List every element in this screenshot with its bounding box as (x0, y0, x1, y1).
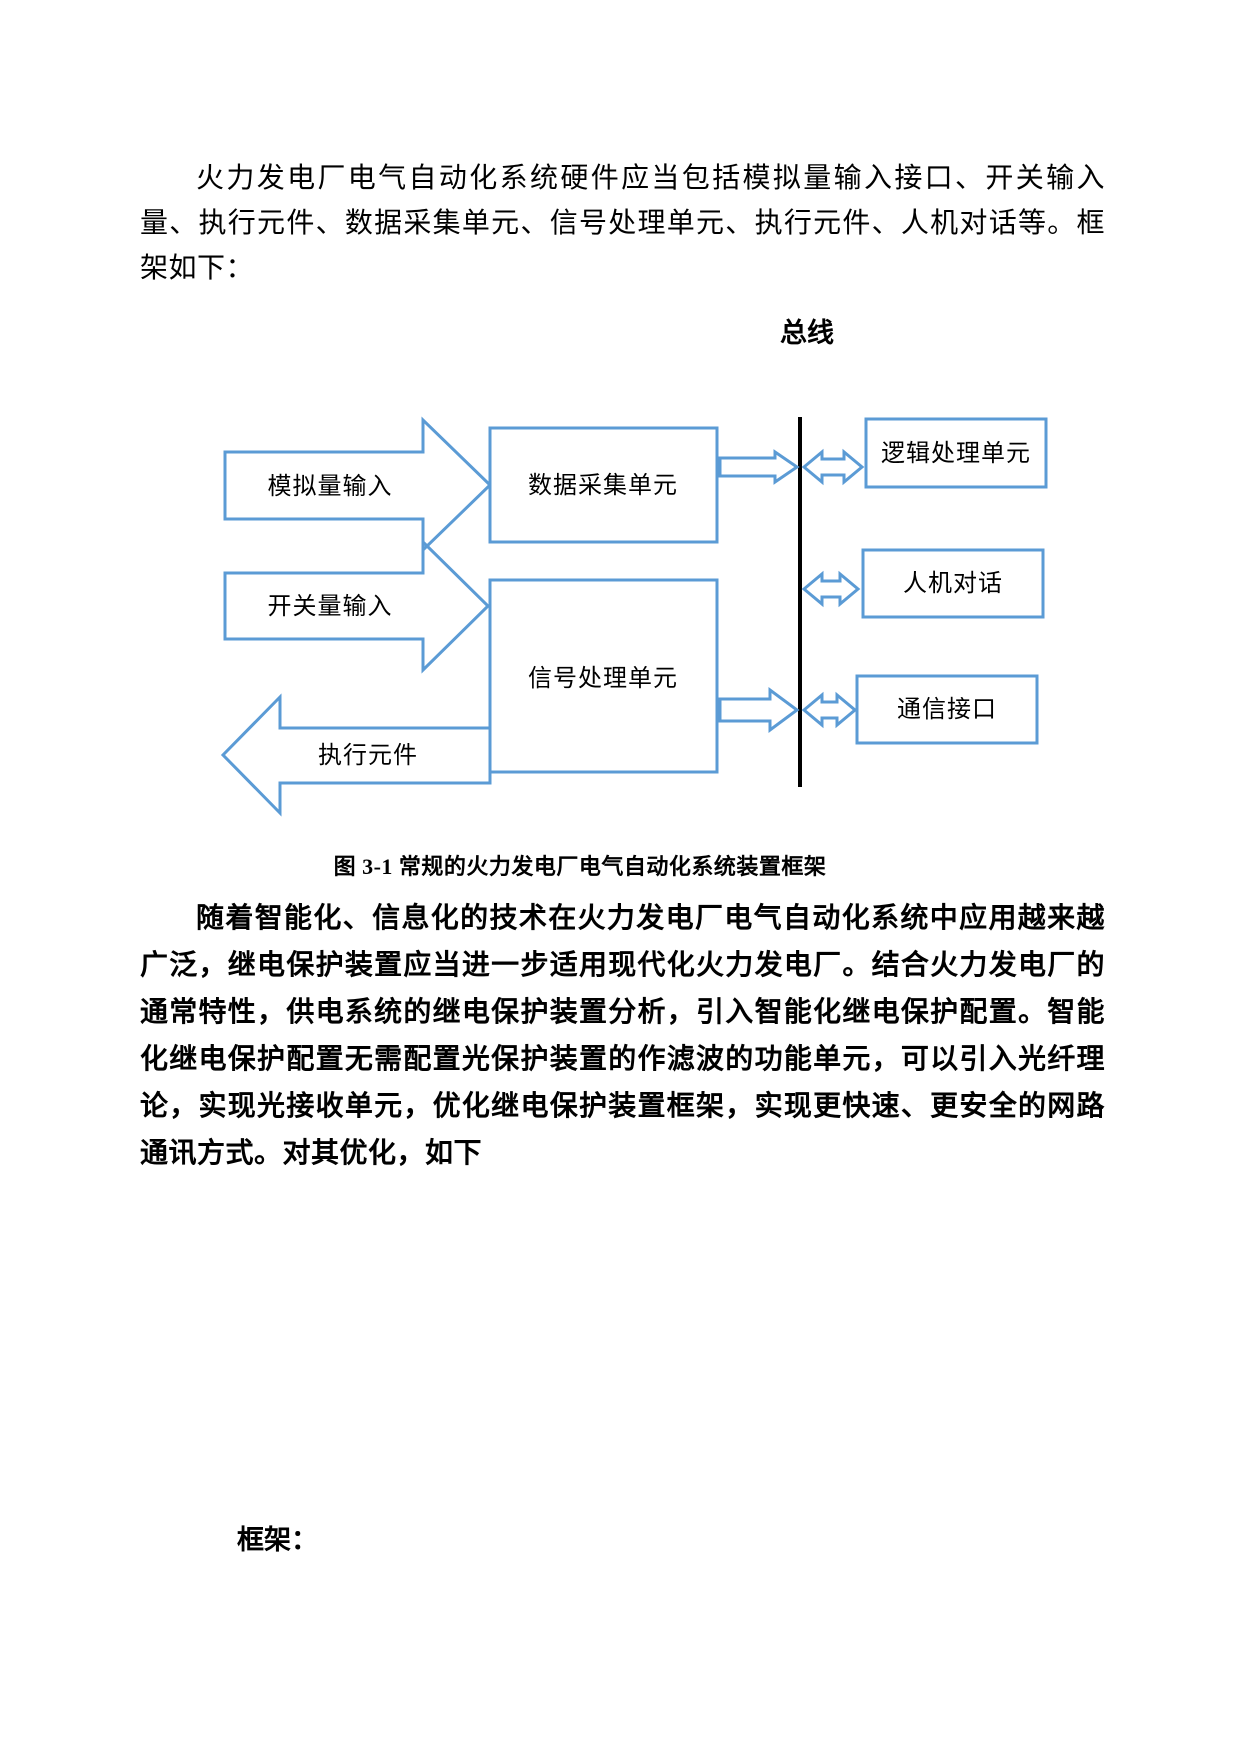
acquisition-to-bus-arrow (718, 449, 800, 485)
signal-processing-unit-label: 信号处理单元 (528, 665, 678, 692)
intro-paragraph: 火力发电厂电气自动化系统硬件应当包括模拟量输入接口、开关输入量、执行元件、数据采… (140, 163, 1105, 284)
switch-input-arrow (223, 538, 491, 674)
data-acquisition-unit-box (488, 426, 719, 544)
signal-processing-unit-box (488, 578, 719, 774)
switch-input-arrow-label: 开关量输入 (268, 593, 393, 620)
bus-logic-double-arrow (801, 448, 865, 486)
communication-interface-label: 通信接口 (897, 696, 997, 723)
figure-caption: 图 3-1 常规的火力发电厂电气自动化系统装置框架 (333, 854, 827, 879)
human-machine-dialog-label: 人机对话 (903, 570, 1003, 597)
bus-comm-double-arrow (801, 691, 858, 729)
communication-interface-box (855, 674, 1039, 745)
analog-input-arrow-label: 模拟量输入 (268, 473, 393, 500)
logic-processing-unit-box (864, 417, 1048, 489)
body-paragraph: 随着智能化、信息化的技术在火力发电厂电气自动化系统中应用越来越广泛，继电保护装置… (140, 903, 1105, 1169)
data-acquisition-unit-label: 数据采集单元 (528, 472, 678, 499)
bus-label: 总线 (780, 318, 834, 348)
frame-heading: 框架： (237, 1525, 318, 1555)
bus-hmi-double-arrow (801, 570, 861, 608)
signal-to-bus-arrow (718, 687, 800, 733)
actuator-output-arrow-label: 执行元件 (318, 742, 418, 769)
logic-processing-unit-label: 逻辑处理单元 (881, 440, 1031, 467)
actuator-output-arrow (220, 693, 492, 817)
human-machine-dialog-box (861, 548, 1045, 619)
analog-input-arrow (223, 416, 493, 554)
